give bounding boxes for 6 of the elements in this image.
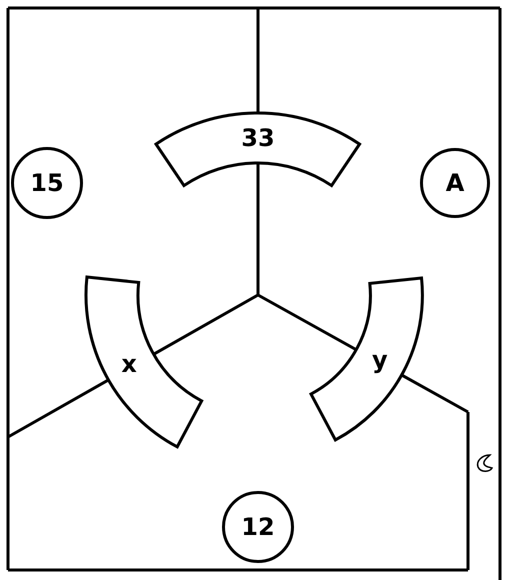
label-text: 33 bbox=[241, 126, 275, 150]
label-text: 15 bbox=[30, 171, 64, 195]
label-text: A bbox=[446, 171, 464, 195]
label-text: x bbox=[121, 352, 137, 376]
label-text: 12 bbox=[241, 515, 275, 539]
label-text: y bbox=[372, 348, 388, 372]
